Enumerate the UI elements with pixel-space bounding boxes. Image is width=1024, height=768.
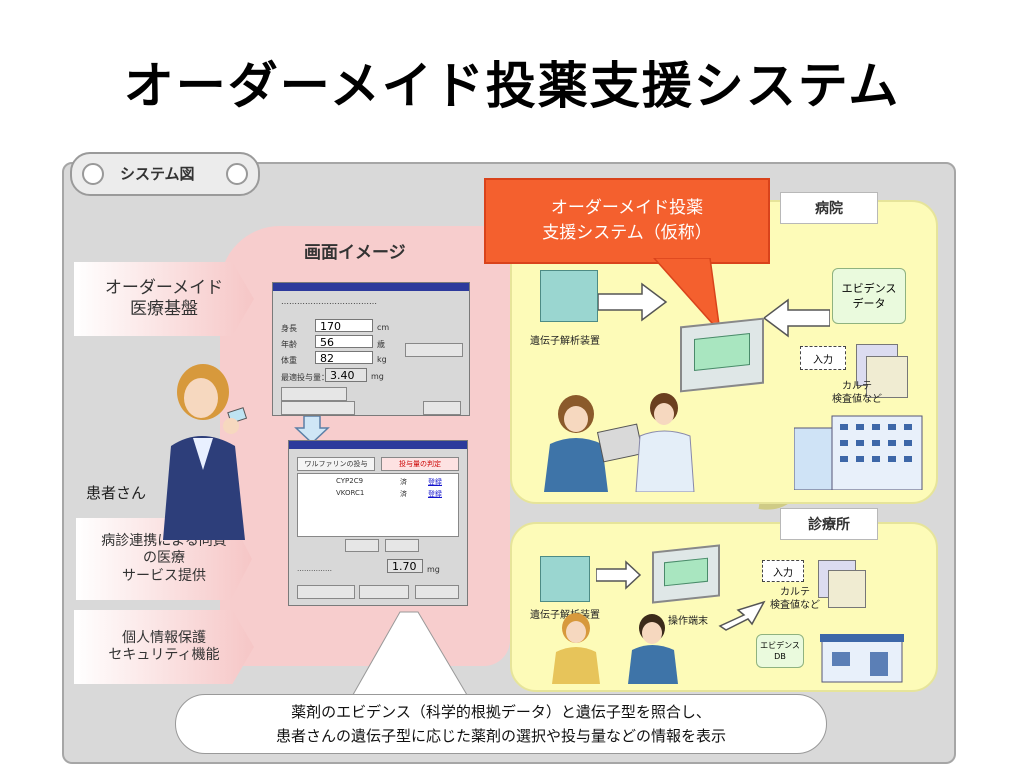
callout-line1: オーダーメイド投薬 — [550, 197, 704, 218]
screen-image-label: 画面イメージ — [304, 243, 406, 263]
window1-side-button[interactable] — [405, 343, 463, 357]
gene-row-2-link[interactable]: 登録 — [428, 490, 442, 498]
hospital-label: 病院 — [780, 192, 878, 224]
page-title: オーダーメイド投薬支援システム — [123, 57, 901, 115]
clinic-chart-label: カルテ 検査値など — [770, 587, 820, 611]
hospital-chart-label: カルテ 検査値など — [832, 381, 882, 405]
gene-row-2-status: 済 — [400, 490, 407, 498]
gene-row-1-status: 済 — [400, 478, 407, 486]
gene-row-1-link[interactable]: 登録 — [428, 478, 442, 486]
window-titlebar — [273, 283, 469, 291]
security-box: 個人情報保護 セキュリティ機能 — [74, 610, 254, 684]
hospital-terminal-icon — [680, 317, 764, 393]
hospital-evidence-db: エビデンス データ — [832, 268, 906, 324]
weight-field[interactable]: 82 — [315, 351, 373, 365]
hospital-gene-device-label: 遺伝子解析装置 — [530, 336, 600, 347]
gene-row-1: CYP2C9 — [336, 477, 364, 485]
down-arrow-icon — [294, 416, 330, 444]
hospital-building-icon — [794, 415, 923, 490]
judge-dose-button[interactable]: 投与量の判定 — [381, 457, 459, 471]
result-value: 1.70 — [387, 559, 423, 573]
clinic-terminal-label: 操作端末 — [668, 616, 708, 627]
window2-close-button[interactable] — [415, 585, 459, 599]
age-field[interactable]: 56 — [315, 335, 373, 349]
clinic-evidence-db: エビデンス DB — [756, 634, 804, 668]
height-unit: cm — [377, 323, 390, 332]
hospital-arrow-right-icon — [598, 282, 668, 322]
explanation-bubble: 薬剤のエビデンス（科学的根拠データ）と遺伝子型を照合し、 患者さんの遺伝子型に応… — [175, 694, 827, 754]
tab-right-dot-icon — [226, 163, 248, 185]
result-unit: mg — [427, 565, 440, 574]
drug-select-window: ワルファリンの投与 投与量の判定 CYP2C9 済 登録 VKORC1 済 登録… — [288, 440, 468, 606]
window2-send-button[interactable] — [297, 585, 355, 599]
system-tab: システム図 — [70, 152, 260, 196]
weight-unit: kg — [377, 355, 387, 364]
clinic-arrow-right-icon — [596, 560, 642, 590]
window2-clear-button[interactable] — [385, 539, 419, 552]
clinic-gene-device-label: 遺伝子解析装置 — [530, 610, 600, 621]
hospital-input-label: 入力 — [800, 346, 846, 370]
clinic-staff-illustration — [552, 613, 678, 684]
window2-search-button[interactable] — [345, 539, 379, 552]
hospital-staff-illustration — [544, 393, 695, 492]
clinic-chart-doc2-icon — [828, 570, 866, 608]
age-label: 年齢 — [281, 340, 297, 349]
clinic-building-icon — [820, 634, 904, 683]
window1-close-button[interactable] — [423, 401, 461, 415]
age-unit: 歳 — [377, 340, 385, 349]
dose-label: 最適投与量： — [281, 373, 329, 382]
dose-calc-window: ……………………………… 身長 170 cm 年齢 56 歳 体重 82 kg … — [272, 282, 470, 416]
gene-row-2: VKORC1 — [336, 489, 365, 497]
patient-illustration — [163, 364, 248, 540]
order-made-base-box: オーダーメイド 医療基盤 — [74, 262, 254, 336]
clinic-gene-analyzer-icon — [540, 556, 590, 602]
window2-print-button[interactable] — [359, 585, 409, 599]
window-desc-line: ……………………………… — [281, 297, 377, 306]
bubble-pointer — [349, 611, 471, 701]
window2-result-label: …………… — [297, 565, 332, 573]
hospital-arrow-left-icon — [764, 298, 830, 338]
tab-left-dot-icon — [82, 163, 104, 185]
window1-judge-button[interactable] — [281, 387, 347, 401]
height-field[interactable]: 170 — [315, 319, 373, 333]
gene-analyzer-icon — [540, 270, 598, 322]
system-tab-label: システム図 — [120, 165, 195, 183]
hospital-chart-doc2-icon — [866, 356, 908, 398]
weight-label: 体重 — [281, 356, 297, 365]
height-label: 身長 — [281, 324, 297, 333]
patient-label: 患者さん — [86, 484, 147, 502]
dose-value: 3.40 — [325, 368, 367, 382]
clinic-terminal-icon — [652, 544, 720, 604]
clinic-arrow-diag-icon — [718, 600, 766, 631]
warfarin-button[interactable]: ワルファリンの投与 — [297, 457, 375, 471]
clinic-label: 診療所 — [780, 508, 878, 540]
gene-table: CYP2C9 済 登録 VKORC1 済 登録 — [297, 473, 459, 537]
system-callout: オーダーメイド投薬 支援システム（仮称） — [484, 178, 770, 264]
window2-titlebar — [289, 441, 467, 449]
callout-pointer — [652, 258, 722, 335]
explanation-line2: 患者さんの遺伝子型に応じた薬剤の選択や投与量などの情報を表示 — [275, 727, 726, 745]
clinic-input-label: 入力 — [762, 560, 804, 582]
window1-snp-button[interactable] — [281, 401, 355, 415]
callout-line2: 支援システム（仮称） — [542, 223, 712, 243]
explanation-line1: 薬剤のエビデンス（科学的根拠データ）と遺伝子型を照合し、 — [291, 703, 711, 721]
dose-unit: mg — [371, 372, 384, 381]
